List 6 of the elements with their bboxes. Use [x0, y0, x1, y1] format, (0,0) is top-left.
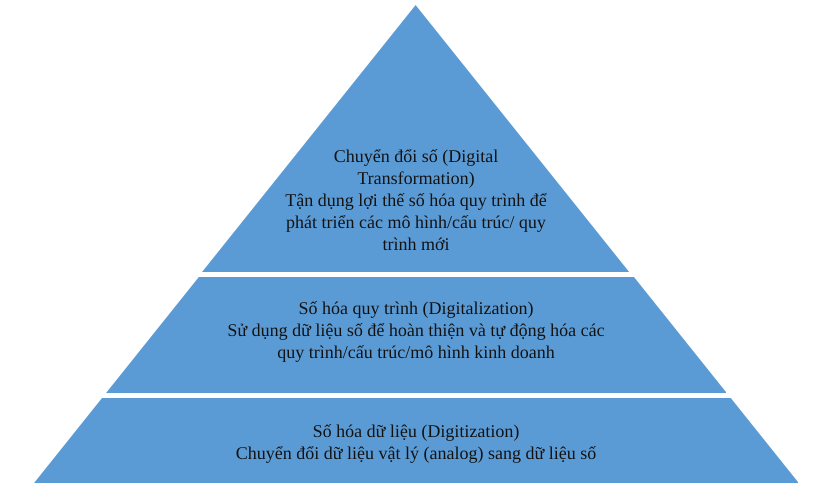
- tier-title: Số hóa quy trình (Digitalization): [298, 297, 534, 319]
- tier-description: Chuyển đổi dữ liệu vật lý (analog) sang dữ liệu số: [234, 442, 598, 464]
- tier-title: Số hóa dữ liệu (Digitization): [312, 420, 520, 442]
- tier-title: Chuyển đổi số (Digital Transformation): [332, 145, 500, 189]
- tier-description: Sử dụng dữ liệu số để hoàn thiện và tự động hóa các quy trình/cấu trúc/mô hình kinh doanh: [226, 319, 606, 363]
- tier-description: Tận dụng lợi thế số hóa quy trình để phát triển các mô hình/cấu trúc/ quy trình mới: [284, 189, 548, 255]
